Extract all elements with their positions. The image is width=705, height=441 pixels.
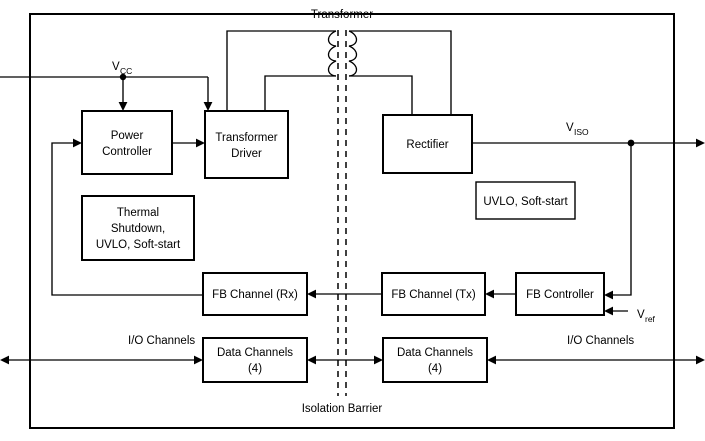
data-link-right-arrow bbox=[374, 355, 383, 365]
vref-label: V ref bbox=[637, 309, 656, 324]
io-left-inward-arrow bbox=[194, 355, 203, 365]
block-fb-channel-rx[interactable]: FB Channel (Rx) bbox=[202, 272, 308, 316]
transformer-title-label: Transformer bbox=[311, 9, 373, 21]
viso-sense-arrow-fb-controller bbox=[604, 290, 613, 300]
block-uvlo-soft-start[interactable]: UVLO, Soft-start bbox=[475, 181, 576, 220]
viso-net bbox=[472, 138, 705, 300]
feedback-arrow-power-controller bbox=[73, 138, 82, 148]
io-channels-right-label: I/O Channels bbox=[567, 335, 634, 347]
vref-label-subscript: ref bbox=[645, 314, 656, 324]
data-channels-left-label-line-2: (4) bbox=[248, 363, 262, 375]
viso-label-base: V bbox=[566, 122, 574, 134]
fb-isolated-link-wire bbox=[307, 289, 382, 299]
block-data-channels-right[interactable]: Data Channels (4) bbox=[382, 337, 488, 383]
fb-controller-to-tx-wire bbox=[485, 289, 516, 299]
transformer-driver-label-line-1: Transformer bbox=[215, 132, 277, 144]
block-fb-channel-tx[interactable]: FB Channel (Tx) bbox=[381, 272, 486, 316]
device-outline bbox=[29, 13, 675, 429]
vcc-label-base: V bbox=[112, 61, 120, 73]
data-link-left-arrow bbox=[307, 355, 316, 365]
data-channels-left-label-line-1: Data Channels bbox=[217, 347, 293, 359]
vcc-net bbox=[0, 73, 213, 111]
vcc-label-subscript: CC bbox=[120, 66, 132, 76]
fb-controller-label: FB Controller bbox=[526, 289, 594, 301]
block-transformer-driver[interactable]: Transformer Driver bbox=[204, 110, 289, 179]
power-controller-to-driver-wire bbox=[172, 138, 205, 148]
data-channels-right-label-line-2: (4) bbox=[428, 363, 442, 375]
thermal-shutdown-label-line-3: UVLO, Soft-start bbox=[96, 239, 181, 251]
vcc-arrow-power-controller bbox=[118, 102, 128, 111]
rectifier-label: Rectifier bbox=[406, 139, 448, 151]
isolation-barrier bbox=[337, 30, 347, 396]
fb-feedback-loop-wire bbox=[51, 138, 203, 296]
fb-channel-tx-label: FB Channel (Tx) bbox=[391, 289, 476, 301]
power-controller-label-line-2: Controller bbox=[102, 146, 152, 158]
viso-label: V ISO bbox=[566, 122, 589, 137]
vref-arrow-fb-controller bbox=[604, 306, 613, 316]
vcc-arrow-transformer-driver bbox=[203, 102, 213, 111]
vcc-label: V CC bbox=[112, 61, 132, 76]
block-fb-controller[interactable]: FB Controller bbox=[515, 272, 605, 316]
block-thermal-shutdown[interactable]: Thermal Shutdown, UVLO, Soft-start bbox=[81, 195, 195, 261]
io-channels-right-wire bbox=[487, 355, 705, 365]
isolation-barrier-label: Isolation Barrier bbox=[302, 403, 383, 415]
vref-net bbox=[604, 306, 628, 316]
viso-label-subscript: ISO bbox=[574, 127, 589, 137]
power-controller-label-line-1: Power bbox=[111, 130, 144, 142]
transformer-driver-label-line-2: Driver bbox=[231, 148, 262, 160]
block-power-controller[interactable]: Power Controller bbox=[81, 110, 173, 175]
thermal-shutdown-label-line-2: Shutdown, bbox=[111, 223, 165, 235]
uvlo-soft-start-label: UVLO, Soft-start bbox=[483, 196, 568, 208]
io-left-outward-arrow bbox=[0, 355, 9, 365]
block-rectifier[interactable]: Rectifier bbox=[382, 114, 473, 174]
io-right-outward-arrow bbox=[696, 355, 705, 365]
data-channels-link-wire bbox=[307, 355, 383, 365]
io-channels-left-label: I/O Channels bbox=[128, 335, 195, 347]
io-channels-left-wire bbox=[0, 355, 203, 365]
thermal-shutdown-label-line-1: Thermal bbox=[117, 207, 159, 219]
vref-label-base: V bbox=[637, 309, 645, 321]
io-right-inward-arrow bbox=[487, 355, 496, 365]
transformer-symbol bbox=[226, 30, 452, 115]
block-data-channels-left[interactable]: Data Channels (4) bbox=[202, 337, 308, 383]
fb-channel-rx-label: FB Channel (Rx) bbox=[212, 289, 298, 301]
viso-output-arrow bbox=[696, 138, 705, 148]
data-channels-right-label-line-1: Data Channels bbox=[397, 347, 473, 359]
